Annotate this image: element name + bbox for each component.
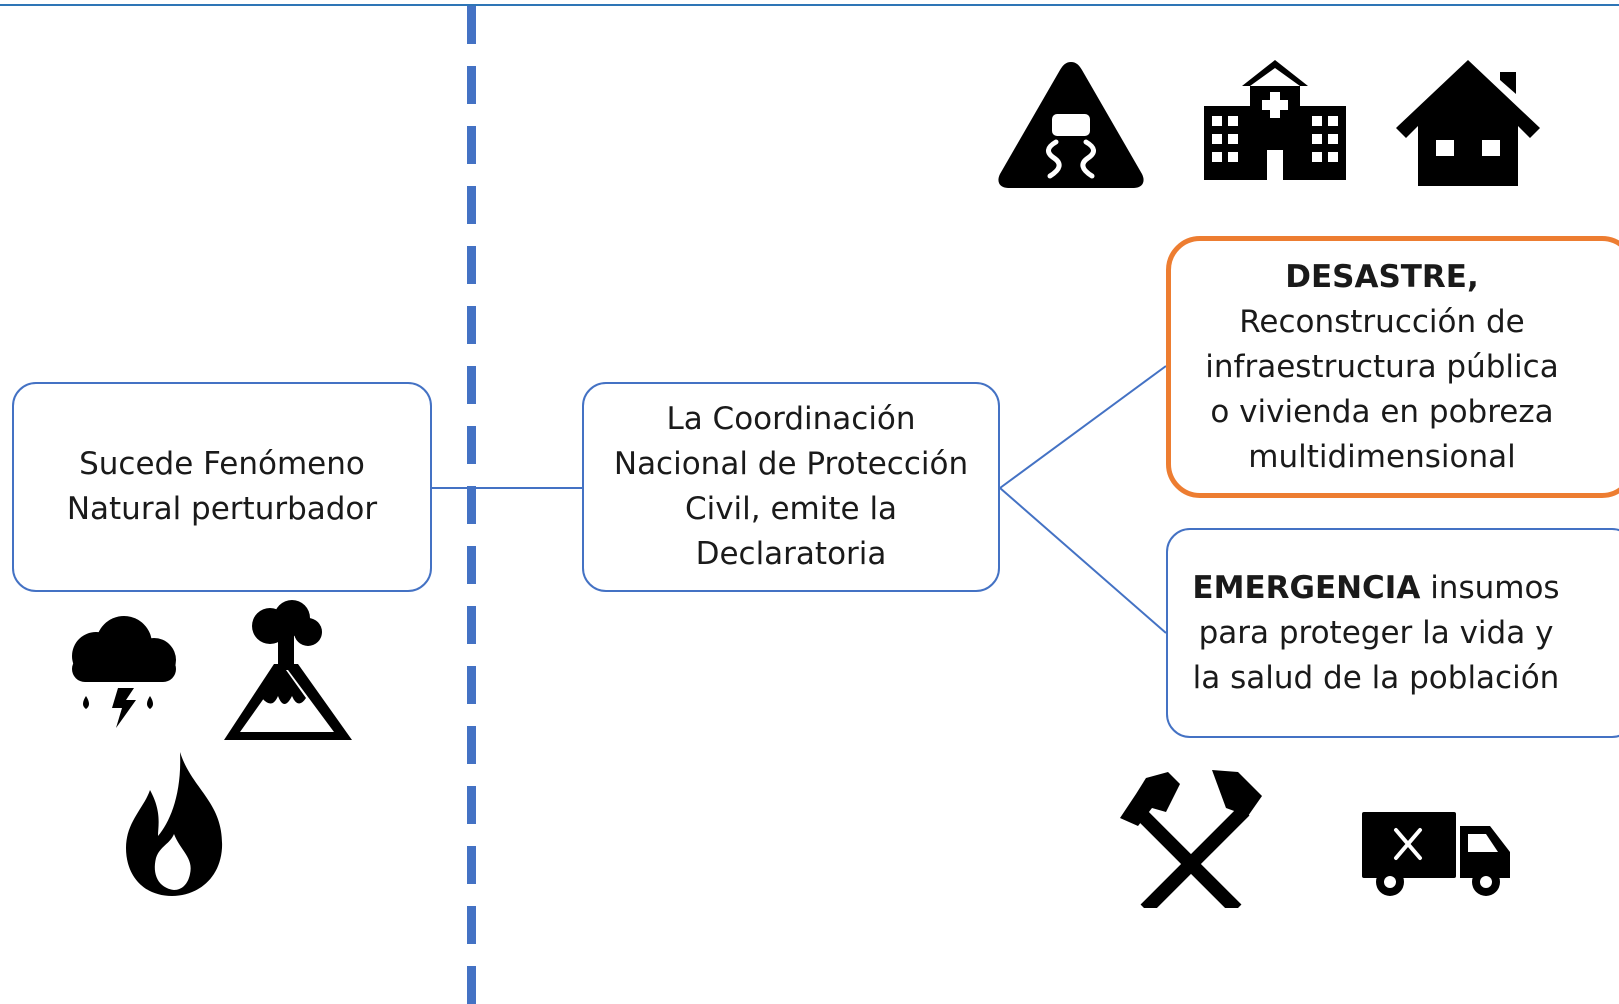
hospital-icon xyxy=(1204,60,1346,180)
dashed-divider xyxy=(467,6,476,1004)
house-icon xyxy=(1396,60,1540,186)
fire-icon xyxy=(126,752,223,896)
hammer-pickaxe-icon xyxy=(1120,770,1262,908)
phenomenon-text: Sucede Fenómeno Natural perturbador xyxy=(66,446,378,527)
slippery-road-warning-icon xyxy=(998,62,1144,188)
volcano-icon xyxy=(224,600,352,740)
coordination-text: La Coordinación Nacional de Protección C… xyxy=(613,401,969,572)
top-rule xyxy=(0,4,1619,6)
box-phenomenon: Sucede Fenómeno Natural perturbador xyxy=(12,382,432,592)
food-truck-icon xyxy=(1362,812,1510,896)
storm-icon xyxy=(72,616,176,728)
desastre-body: Reconstrucción de infraestructura públic… xyxy=(1205,303,1559,475)
connector-to-emergencia xyxy=(999,487,1167,634)
box-desastre: DESASTRE, Reconstrucción de infraestruct… xyxy=(1166,236,1619,498)
desastre-title: DESASTRE, xyxy=(1285,258,1479,295)
connector-to-desastre xyxy=(999,365,1167,489)
box-emergencia: EMERGENCIA insumos para proteger la vida… xyxy=(1166,528,1619,738)
box-coordination: La Coordinación Nacional de Protección C… xyxy=(582,382,1000,592)
emergencia-title: EMERGENCIA xyxy=(1192,569,1421,606)
emergencia-body: insumos para proteger la vida y la salud… xyxy=(1192,569,1560,696)
